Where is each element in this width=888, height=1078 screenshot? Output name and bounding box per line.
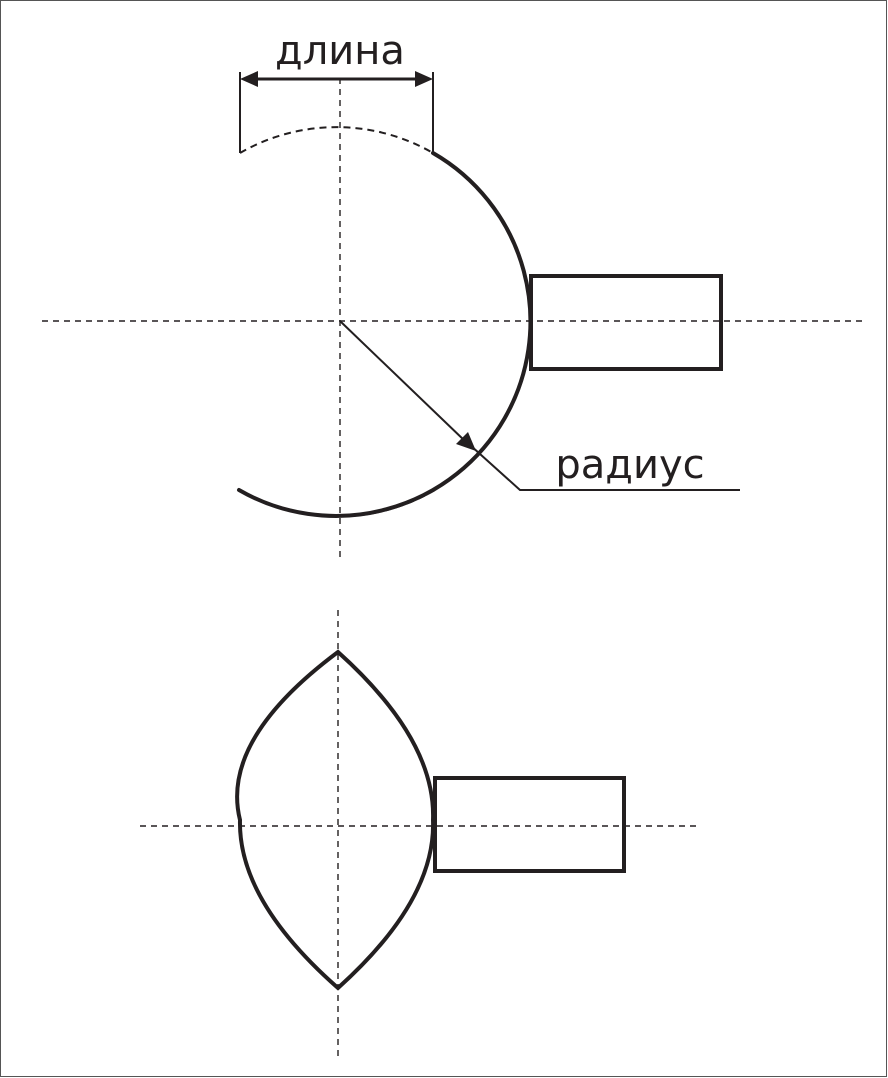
bottom-rectangle-tab (433, 776, 626, 873)
circle-solid-arc (237, 151, 533, 518)
length-arrowhead-right (415, 71, 433, 87)
top-figure: длина радиус (42, 28, 862, 562)
radius-leader-line (469, 444, 740, 491)
lens-shape (235, 649, 436, 991)
radius-label: радиус (555, 442, 704, 488)
top-rectangle-tab (529, 274, 723, 371)
radius-line (339, 320, 467, 443)
bottom-figure (140, 610, 700, 1060)
length-arrowhead-left (240, 71, 258, 87)
circle-dashed-top-arc (239, 126, 434, 154)
length-label: длина (275, 28, 405, 74)
circle-dashed-bottom-arc (239, 489, 436, 518)
